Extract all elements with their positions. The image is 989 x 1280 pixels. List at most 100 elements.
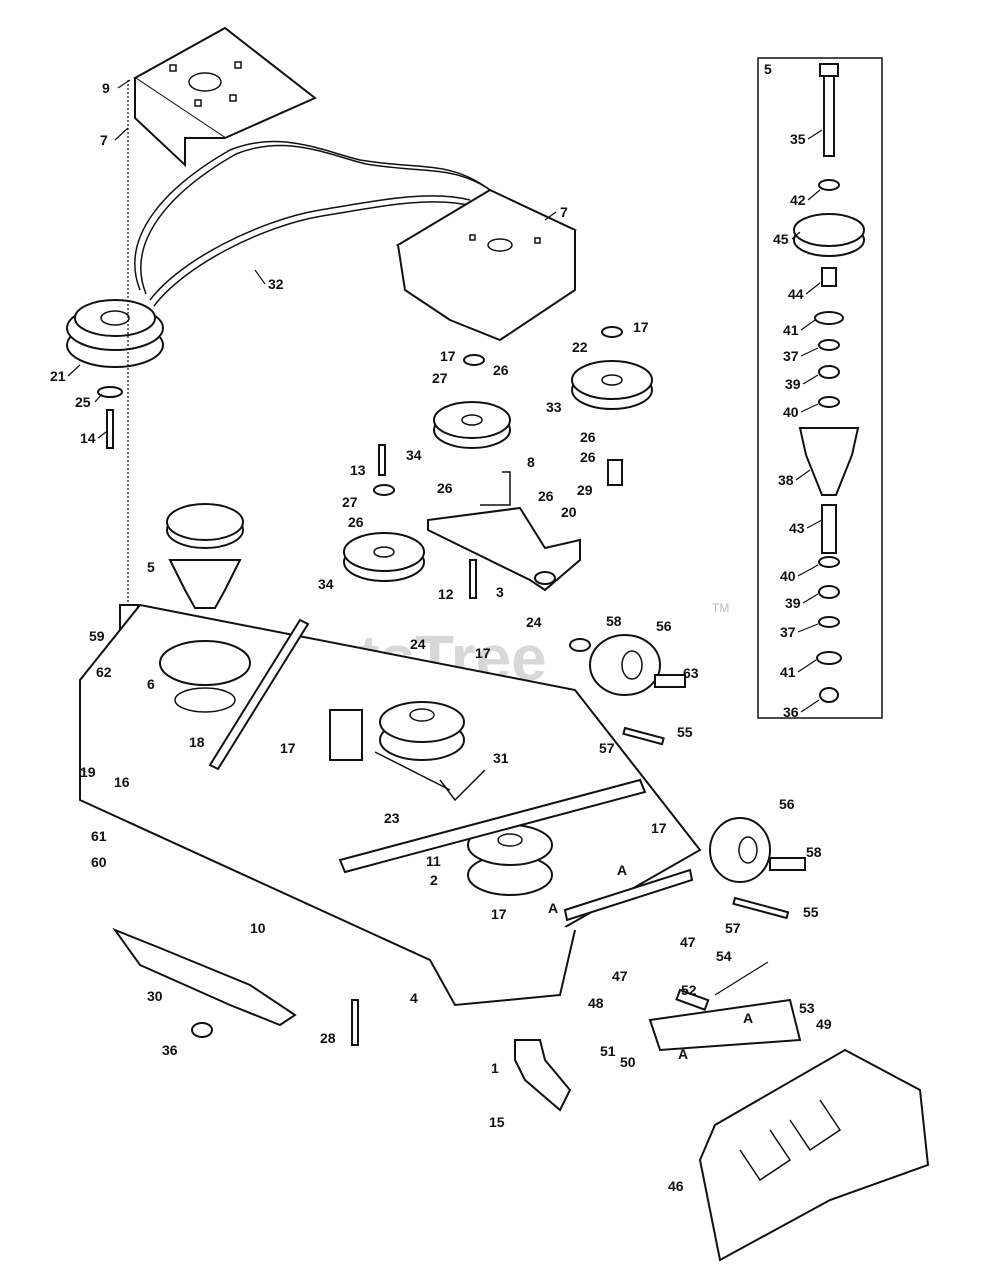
callout-32: 32 [268,276,284,292]
callout-34: 34 [318,576,334,592]
spindle-inset-frame [757,57,883,719]
callout-50: 50 [620,1054,636,1070]
callout-19: 19 [80,764,96,780]
callout-22: 22 [572,339,588,355]
spring-23 [374,751,451,791]
callout-8: 8 [527,454,535,470]
engine-mount-bracket-top [133,26,317,168]
callout-14: 14 [80,430,96,446]
spacer-29 [607,459,623,486]
callout-17: 17 [651,820,667,836]
callout-41: 41 [783,322,799,338]
callout-48: 48 [588,995,604,1011]
callout-59: 59 [89,628,105,644]
callout-26: 26 [538,488,554,504]
callout-45: 45 [773,231,789,247]
idler-arm [427,506,581,592]
mower-deck [79,603,702,1007]
blade [112,927,297,1027]
callout-46: 46 [668,1178,684,1194]
callout-58: 58 [806,844,822,860]
stabilizer-rod [338,778,647,874]
callout-43: 43 [789,520,805,536]
callout-40: 40 [783,404,799,420]
callout-55: 55 [677,724,693,740]
hanger-bracket-1 [514,1039,572,1112]
discharge-chute [698,1048,930,1262]
callout-9: 9 [102,80,110,96]
idler-pulley-33 [571,360,653,410]
callout-36: 36 [783,704,799,720]
spindle-mount-plate [159,640,251,713]
engine-mount-bracket-right [395,188,577,342]
callout-25: 25 [75,394,91,410]
spindle-bolt-28 [351,999,359,1046]
callout-2: 2 [430,872,438,888]
idler-pulley-34-lower [343,532,425,582]
callout-6: 6 [147,676,155,692]
callout-37: 37 [780,624,796,640]
callout-16: 16 [114,774,130,790]
callout-42: 42 [790,192,806,208]
callout-39: 39 [785,595,801,611]
watermark-tm: TM [712,601,729,615]
callout-7: 7 [560,204,568,220]
callout-17: 17 [280,740,296,756]
callout-15: 15 [489,1114,505,1130]
callout-3: 3 [496,584,504,600]
washer-25 [97,386,123,398]
callout-17: 17 [633,319,649,335]
callout-61: 61 [91,828,107,844]
inset-title: 5 [764,61,772,77]
drive-belt [134,140,497,307]
callout-A: A [617,862,627,878]
leader-lines [67,79,823,713]
rod-54 [714,961,769,996]
callout-63: 63 [683,665,699,681]
callout-57: 57 [725,920,741,936]
callout-A: A [678,1046,688,1062]
callout-47: 47 [680,934,696,950]
callout-54: 54 [716,948,732,964]
callout-53: 53 [799,1000,815,1016]
callout-20: 20 [561,504,577,520]
washer-22 [601,326,623,338]
callout-62: 62 [96,664,112,680]
callout-26: 26 [493,362,509,378]
callout-18: 18 [189,734,205,750]
callout-40: 40 [780,568,796,584]
callout-49: 49 [816,1016,832,1032]
callout-29: 29 [577,482,593,498]
chute-bracket [648,988,802,1052]
deck-spindle-center [379,701,465,761]
gauge-bracket [563,868,694,922]
callout-56: 56 [656,618,672,634]
callout-37: 37 [783,348,799,364]
callout-17: 17 [440,348,456,364]
callout-57: 57 [599,740,615,756]
callout-28: 28 [320,1030,336,1046]
gauge-wheel-upper [569,634,686,696]
callout-4: 4 [410,990,418,1006]
callout-26: 26 [437,480,453,496]
callout-39: 39 [785,376,801,392]
callout-27: 27 [342,494,358,510]
bolt-55a [622,726,665,746]
callout-55: 55 [803,904,819,920]
spring-hook-8 [480,471,511,506]
callout-1: 1 [491,1060,499,1076]
callout-A: A [743,1010,753,1026]
idler-pulley-34-upper [433,401,511,449]
callout-38: 38 [778,472,794,488]
callout-51: 51 [600,1043,616,1059]
spindle-exploded-stack [793,63,865,703]
callout-11: 11 [426,853,441,869]
callout-7: 7 [100,132,108,148]
decal [329,709,363,761]
nut-36 [191,1022,213,1038]
callout-35: 35 [790,131,806,147]
callout-26: 26 [580,429,596,445]
washer-27a [463,354,485,366]
spindle-assembly-left [166,503,244,609]
callout-17: 17 [475,645,491,661]
